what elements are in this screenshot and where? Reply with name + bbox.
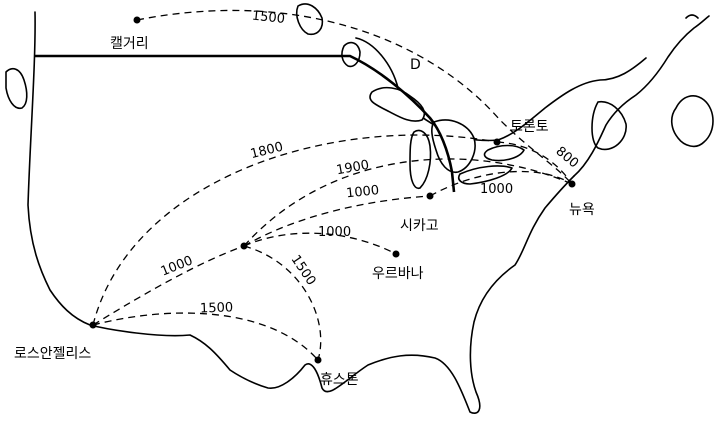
city-label-toronto: 토론토 [510,119,549,135]
coastline-east [573,15,710,177]
distance-hub-new-york: 1900 [335,158,370,179]
route-hub-chicago [243,195,431,247]
island-newfoundland [670,95,714,148]
city-marker-urbana [392,250,400,258]
distance-toronto-new-york: 800 [553,144,582,171]
lake-ontario [483,144,525,162]
route-hub-new-york [243,158,573,247]
distance-hub-chicago: 1000 [345,183,379,201]
distance-la-toronto: 1800 [249,140,285,163]
distance-calgary-new-york: 1500 [251,9,285,27]
city-marker-houston [314,356,322,364]
route-hub-urbana [243,232,397,255]
distance-chicago-new-york: 1000 [480,182,513,197]
route-chicago-new-york [429,170,573,197]
city-marker-calgary [133,16,141,24]
city-label-urbana: 우르바나 [372,266,424,282]
city-marker-los-angeles [89,321,97,329]
island-arctic-2 [685,14,699,19]
lake-erie [457,165,513,185]
annotation-d-mark: D [410,57,421,73]
route-calgary-new-york [136,9,573,185]
city-marker-hub [240,242,248,250]
coastline-west-south [27,11,575,414]
lake-michigan [409,129,432,189]
coastline-maritimes [591,100,627,151]
lake-winnipeg [341,41,361,68]
distance-la-hub: 1000 [159,253,195,279]
city-label-houston: 휴스톤 [320,372,359,388]
route-la-toronto [92,134,498,326]
city-marker-chicago [426,192,434,200]
distance-hub-urbana: 1000 [318,225,351,240]
distance-la-houston: 1500 [200,300,234,316]
route-la-houston [92,312,319,361]
city-marker-new-york [568,180,576,188]
city-label-chicago: 시카고 [400,218,439,234]
border-us-canada [35,54,456,193]
city-label-calgary: 캘거리 [110,36,149,52]
distance-hub-houston: 1500 [288,252,319,288]
island-vancouver [5,67,28,110]
island-arctic-1 [295,3,324,36]
city-marker-toronto [493,138,501,146]
city-label-los-angeles: 로스안젤리스 [14,346,91,362]
city-label-new-york: 뉴욕 [569,202,595,218]
route-hub-houston [243,245,322,361]
